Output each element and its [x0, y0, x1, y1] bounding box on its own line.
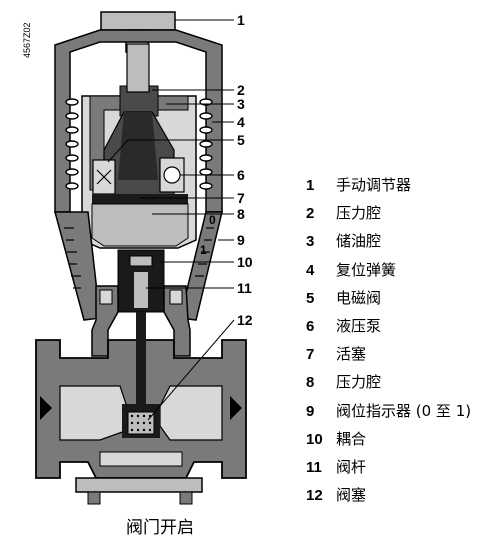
legend-label: 手动调节器	[336, 176, 412, 194]
legend-item: 8 压力腔	[306, 371, 502, 399]
legend-number: 9	[306, 402, 315, 420]
pressure-chamber-lower	[91, 203, 189, 247]
callout-6: 6	[237, 167, 245, 183]
legend-number: 2	[306, 205, 315, 223]
legend-label: 阀位指示器 (0 至 1)	[336, 401, 472, 420]
legend-item: 2 压力腔	[306, 202, 502, 230]
callout-9: 9	[237, 232, 245, 248]
piston-cone	[118, 112, 158, 180]
flow-arrow-right-icon	[230, 396, 242, 420]
valve-stem	[136, 312, 146, 412]
callout-4: 4	[237, 114, 245, 130]
legend-item: 7 活塞	[306, 343, 502, 371]
position-scale-ticks	[64, 227, 214, 289]
coupling-nut	[129, 255, 153, 267]
flow-arrow-left-icon	[40, 396, 52, 420]
callout-12: 12	[237, 312, 253, 328]
legend-number: 11	[306, 458, 322, 476]
manual-adjuster	[100, 11, 176, 31]
bottom-plate	[75, 477, 203, 493]
legend-label: 储油腔	[336, 232, 382, 251]
legend-number: 7	[306, 346, 315, 364]
legend-label: 阀塞	[336, 486, 367, 505]
callout-8: 8	[237, 206, 245, 222]
valve-plug-mesh	[127, 411, 155, 435]
bottom-cap	[99, 451, 183, 467]
legend-item: 1 手动调节器	[306, 174, 502, 202]
legend-number: 8	[306, 374, 315, 392]
hydraulic-pump	[163, 166, 181, 184]
callout-2: 2	[237, 82, 245, 98]
legend-label: 液压泵	[336, 316, 382, 335]
callout-11: 11	[237, 280, 252, 296]
valve-actuator-diagram: 4567Z02 0 1	[22, 11, 253, 505]
legend-number: 6	[306, 317, 315, 335]
flow-passage-left	[59, 385, 129, 441]
legend-item: 5 电磁阀	[306, 287, 502, 315]
drawing-code: 4567Z02	[22, 22, 32, 58]
legend-item: 6 液压泵	[306, 315, 502, 343]
yoke-bolt-left	[99, 289, 113, 305]
coupling-inner	[134, 272, 148, 308]
return-spring-left	[65, 98, 79, 190]
return-spring-right	[199, 98, 213, 190]
legend-item: 4 复位弹簧	[306, 259, 502, 287]
callout-3: 3	[237, 96, 245, 112]
legend-item: 11 阀杆	[306, 456, 502, 484]
legend-number: 12	[306, 487, 323, 505]
legend-number: 3	[306, 233, 315, 251]
legend-number: 1	[306, 177, 315, 194]
legend-item: 12 阀塞	[306, 484, 502, 512]
flow-passage-right	[159, 385, 223, 441]
plug-mesh-pattern	[130, 414, 152, 432]
actuator-skirt-right	[179, 211, 223, 321]
legend-label: 活塞	[336, 345, 367, 364]
legend-label: 电磁阀	[336, 288, 382, 307]
piston-plate	[92, 194, 188, 204]
parts-legend: 1 手动调节器 2 压力腔 3 储油腔 4 复位弹簧 5 电磁阀 6 液压泵 7 活塞 8 压力…	[306, 174, 502, 512]
legend-label: 压力腔	[336, 373, 382, 392]
legend-label: 复位弹簧	[336, 260, 397, 279]
legend-item: 3 储油腔	[306, 230, 502, 258]
bottom-bolts	[87, 491, 193, 505]
legend-number: 4	[306, 261, 315, 279]
yoke-bolt-right	[169, 289, 183, 305]
solenoid-symbol	[96, 169, 112, 185]
legend-label: 压力腔	[336, 204, 382, 223]
legend-label: 阀杆	[336, 457, 367, 476]
callout-leaders	[107, 19, 235, 421]
callout-1: 1	[237, 12, 245, 28]
figure-caption: 阀门开启	[126, 518, 194, 538]
callout-7: 7	[237, 190, 245, 206]
legend-item: 9 阀位指示器 (0 至 1)	[306, 400, 502, 428]
actuator-rod	[126, 43, 150, 93]
indicator-scale-bottom: 1	[200, 243, 207, 257]
legend-number: 5	[306, 289, 315, 307]
legend-number: 10	[306, 430, 323, 448]
legend-item: 10 耦合	[306, 428, 502, 456]
legend-label: 耦合	[336, 429, 367, 448]
indicator-scale-top: 0	[209, 213, 216, 227]
callout-10: 10	[237, 254, 253, 270]
callout-5: 5	[237, 132, 245, 148]
